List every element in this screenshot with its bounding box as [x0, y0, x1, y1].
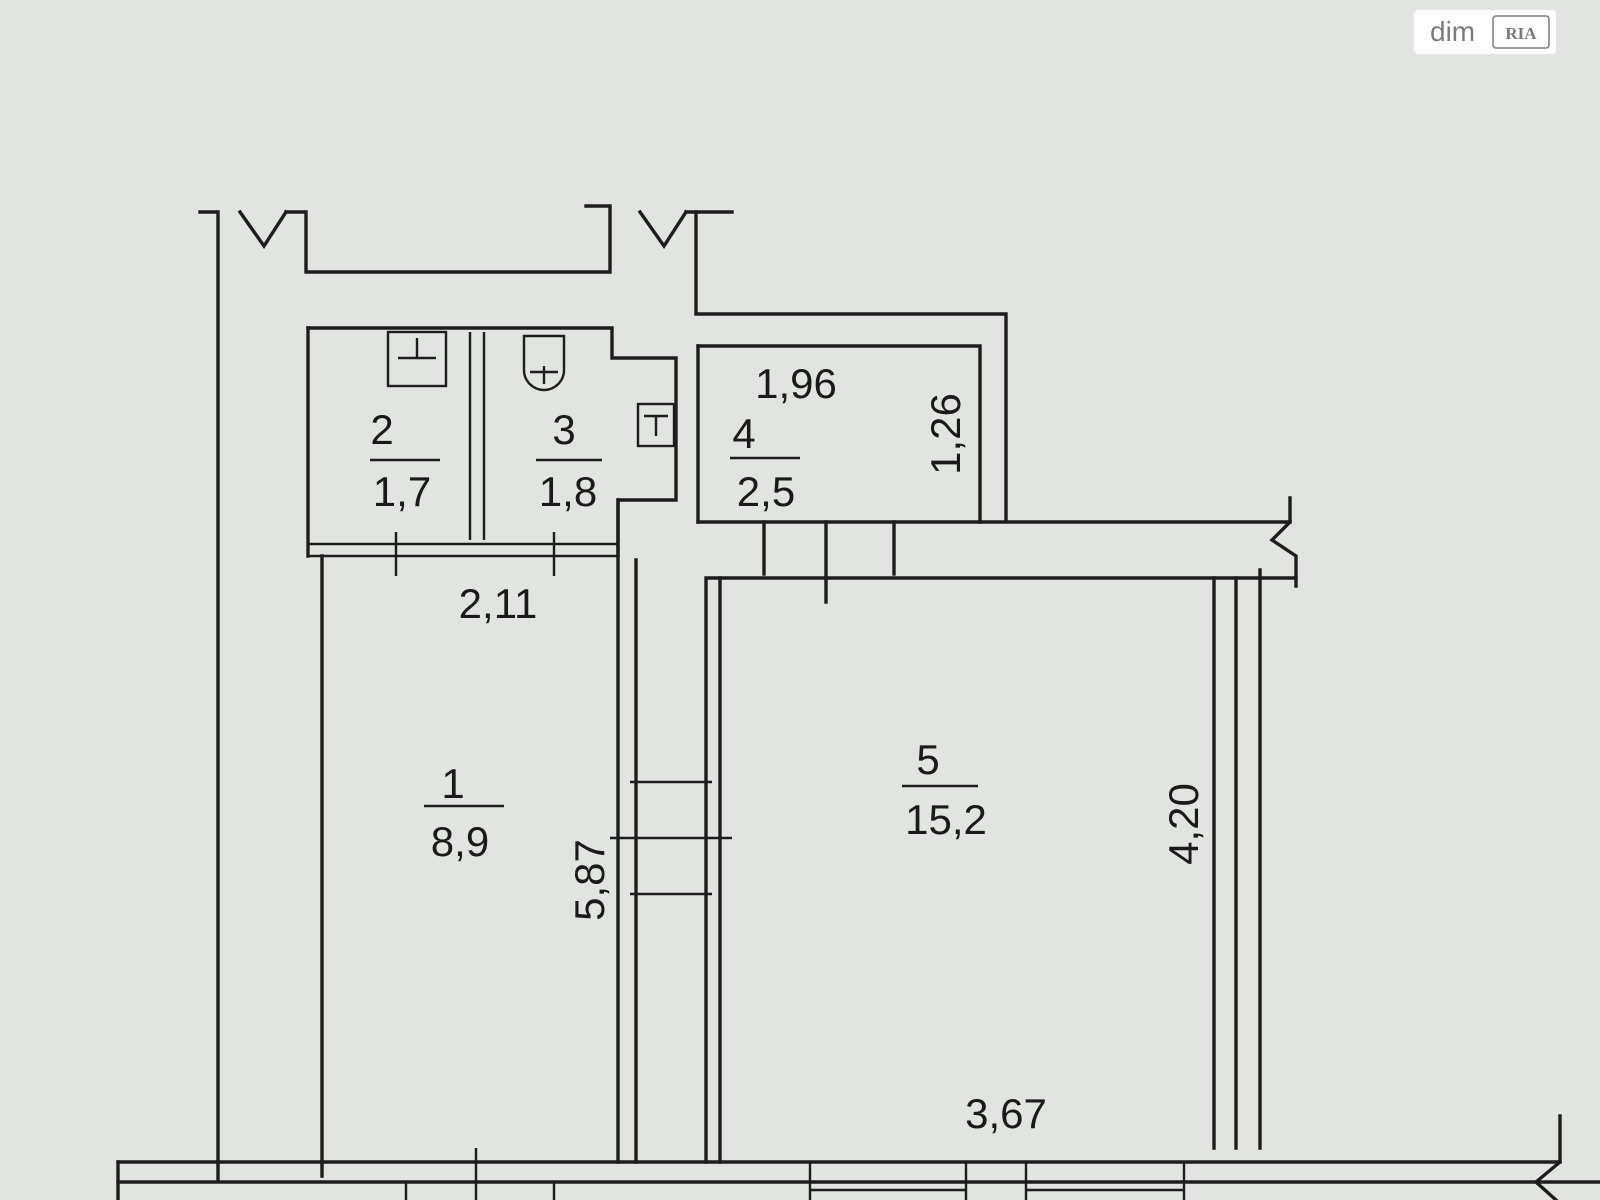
room-label-4: 4 2,5	[730, 410, 800, 515]
room4-outer	[696, 344, 982, 524]
dim-room1-length: 5,87	[566, 839, 613, 921]
room2-number: 2	[370, 406, 393, 453]
bottom-break-mark	[1533, 1114, 1562, 1200]
room5-area: 15,2	[905, 796, 987, 843]
ria-logo-text: RIA	[1505, 24, 1537, 43]
room3-number: 3	[552, 406, 575, 453]
watermark: dim RIA	[1414, 10, 1556, 54]
dim-room4-width: 1,96	[755, 360, 837, 407]
bathtub-icon	[386, 330, 448, 388]
room1-area: 8,9	[431, 818, 489, 865]
room-label-5: 5 15,2	[902, 736, 987, 843]
dim-room4-depth: 1,26	[922, 393, 969, 475]
dim-room5-width: 3,67	[965, 1090, 1047, 1137]
room-label-1: 1 8,9	[424, 760, 504, 865]
top-break-mark-left	[237, 209, 289, 250]
top-break-mark-middle	[637, 209, 689, 250]
room5-top-left	[704, 576, 1298, 1164]
room1-number: 1	[441, 760, 464, 807]
room-label-3: 3 1,8	[536, 406, 602, 515]
room4-number: 4	[732, 410, 755, 457]
right-break-mark	[1269, 496, 1298, 588]
dim-wc-block-width: 2,11	[459, 580, 538, 627]
toilet-icon	[522, 334, 566, 392]
dim-room5-length: 4,20	[1160, 783, 1207, 865]
watermark-brand: dim	[1430, 16, 1476, 47]
room4-area: 2,5	[737, 468, 795, 515]
room5-number: 5	[916, 736, 939, 783]
room2-area: 1,7	[373, 468, 431, 515]
ria-logo-icon: RIA	[1492, 15, 1550, 49]
wet-block-outline	[306, 326, 678, 558]
outer-wall-left	[198, 210, 220, 1182]
upper-right-wall	[694, 210, 1008, 522]
walls	[116, 204, 1600, 1200]
room-label-2: 2 1,7	[370, 406, 440, 515]
room3-area: 1,8	[539, 468, 597, 515]
sink-icon	[636, 402, 676, 448]
top-wall-left-section	[284, 204, 612, 274]
